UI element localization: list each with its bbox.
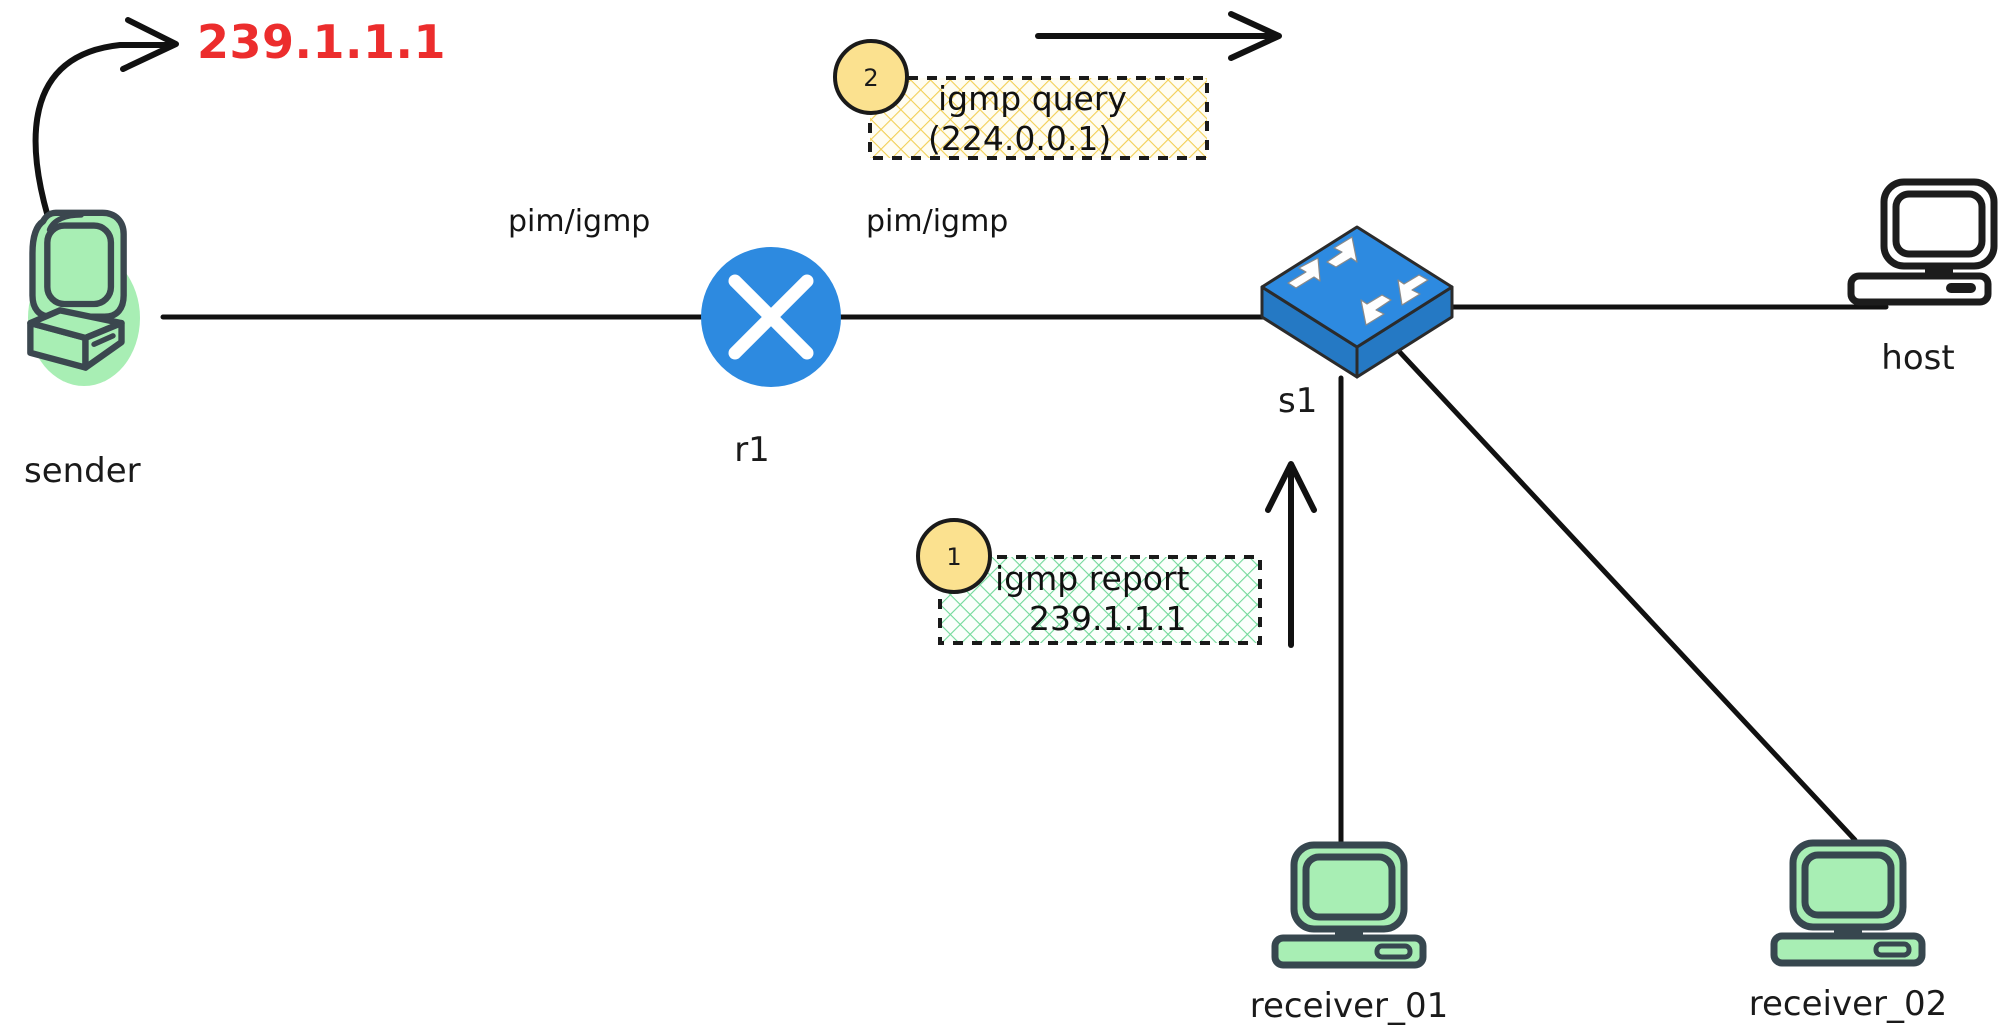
node-label-r1: r1 <box>734 430 770 470</box>
note-query-box <box>868 76 1209 160</box>
node-label-receiver-01: receiver_01 <box>1250 986 1449 1026</box>
switch-arrow-up-left <box>1287 257 1321 289</box>
links-layer <box>160 304 1889 848</box>
note-report-badge <box>916 518 992 594</box>
desktop-green-icon-02 <box>1770 839 1926 967</box>
node-r1[interactable]: r1 <box>701 247 841 470</box>
node-label-s1: s1 <box>1278 381 1317 421</box>
edge-label-r1-s1: pim/igmp <box>866 204 1008 239</box>
edge-label-sender-r1: pim/igmp <box>508 204 650 239</box>
node-receiver-01[interactable]: receiver_01 <box>1250 841 1449 1026</box>
switch-isometric-icon <box>1260 225 1454 379</box>
node-s1[interactable]: s1 <box>1260 225 1454 421</box>
note-query-line-2: (224.0.0.1) <box>928 119 1111 158</box>
node-label-sender: sender <box>24 451 141 491</box>
switch-arrow-down-right <box>1397 274 1429 306</box>
note-report-line-2: 239.1.1.1 <box>1029 599 1186 638</box>
note-query-badge-number: 2 <box>863 64 878 92</box>
multicast-group-label: 239.1.1.1 <box>197 15 446 69</box>
node-host[interactable]: host <box>1847 178 1998 378</box>
node-sender[interactable]: sender <box>24 209 141 491</box>
note-report-box <box>938 555 1262 645</box>
curved-arrow-to-multicast-group <box>32 17 179 248</box>
node-receiver-02[interactable]: receiver_02 <box>1749 839 1948 1024</box>
up-arrow-igmp-report <box>1265 461 1317 648</box>
note-igmp-query[interactable]: igmp query (224.0.0.1) 2 <box>833 11 1282 160</box>
link-s1-receiver02 <box>1392 344 1858 843</box>
switch-arrow-up <box>1326 236 1358 268</box>
right-arrow-igmp-query <box>1035 11 1282 61</box>
switch-arrow-down <box>1360 294 1392 326</box>
note-query-badge <box>833 39 909 115</box>
node-label-host: host <box>1881 338 1954 378</box>
router-x-stroke-2 <box>728 274 814 360</box>
desktop-green-icon-01 <box>1271 841 1427 969</box>
node-label-receiver-02: receiver_02 <box>1749 984 1948 1024</box>
note-report-line-1: igmp report <box>995 559 1190 598</box>
note-igmp-report[interactable]: igmp report 239.1.1.1 1 <box>916 461 1317 648</box>
note-query-line-1: igmp query <box>938 79 1127 118</box>
retro-computer-green-icon <box>27 209 127 371</box>
desktop-outline-icon <box>1847 178 1998 306</box>
note-report-badge-number: 1 <box>946 543 961 571</box>
